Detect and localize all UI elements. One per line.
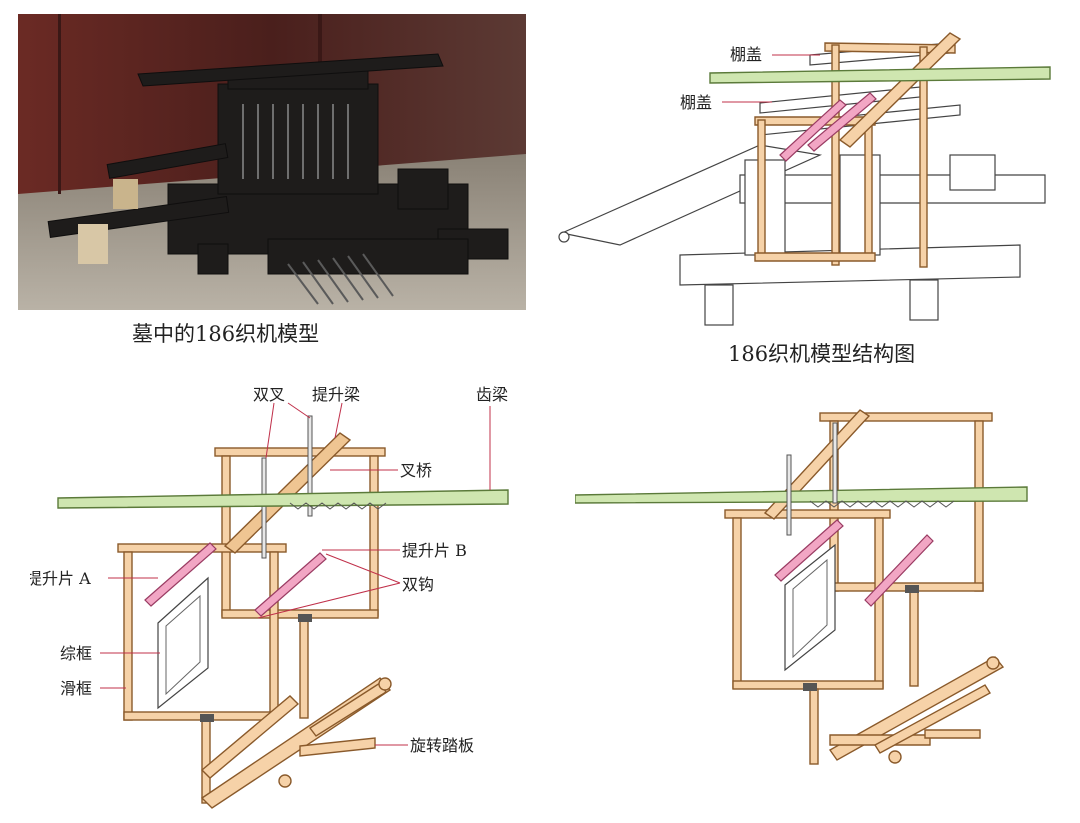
photo-panel [18,14,526,310]
structure-caption: 186织机模型结构图 [728,342,916,366]
label-lifting-plate-a: 提升片 A [30,569,91,588]
labeled-mechanism-panel: 双叉 提升梁 齿梁 叉桥 提升片 B 提升片 A 双钩 综框 滑框 旋转踏板 [30,378,530,818]
photo-caption: 墓中的186织机模型 [132,322,320,346]
label-rotating-pedal: 旋转踏板 [410,736,474,755]
loom-structure-drawing: 棚盖 棚盖 [558,32,1051,326]
tooth-beam-structure [709,66,1051,84]
tooth-beam [57,489,509,509]
unlabeled-mechanism-panel [575,395,1045,775]
labeled-mechanism-diagram: 双叉 提升梁 齿梁 叉桥 提升片 B 提升片 A 双钩 综框 滑框 旋转踏板 [30,385,509,809]
label-slide-frame: 滑框 [60,679,92,698]
label-lifting-plate-b: 提升片 B [402,541,467,560]
label-double-fork: 双叉 [253,385,285,404]
structure-panel: 棚盖 棚盖 [550,5,1060,335]
loom-photo [18,14,526,310]
label-double-hook: 双钩 [402,575,434,594]
lifting-plate-a [144,542,217,607]
mechanism-alt-view [575,409,1028,765]
label-lifting-beam: 提升梁 [312,385,360,404]
label-tooth-beam: 齿梁 [476,385,508,404]
label-top-cover: 棚盖 [730,45,762,64]
tooth-beam-alt [575,486,1028,504]
back-frame-top [214,447,386,457]
label-heddle-frame: 综框 [60,644,92,663]
lifting-beam [223,432,352,554]
label-fork-bridge: 叉桥 [400,461,432,480]
lifting-plate-b [254,552,327,617]
label-mid-cover: 棚盖 [680,93,712,112]
